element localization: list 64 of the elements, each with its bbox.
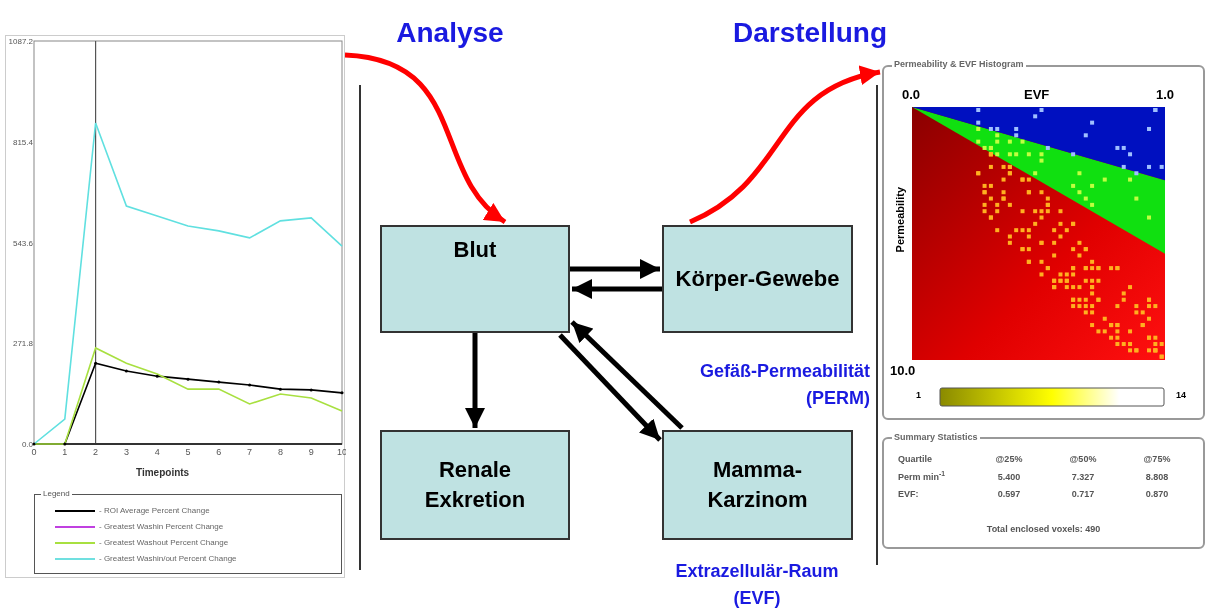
panel-text: 0.0 (902, 86, 921, 104)
legend-text: - ROI Average Percent Change (99, 505, 210, 517)
legend-text: - Greatest Washin/out Percent Change (99, 553, 237, 565)
box-label: Renale Exkretion (423, 456, 527, 514)
axis-title: Timepoints (136, 466, 190, 480)
box-label: Körper-Gewebe (674, 265, 841, 293)
tick-label: 1087.2 (8, 37, 33, 46)
axis-title: Permeability (893, 187, 907, 253)
panel-text: EVF (1024, 86, 1050, 104)
panel-text: Summary Statistics (892, 431, 980, 445)
tick-label: 5 (185, 447, 191, 457)
tick-label: 7 (247, 447, 253, 457)
edge-label: Darstellung (732, 16, 888, 50)
table-cell-text: @75% (1142, 453, 1172, 466)
box-label: Blut (452, 236, 498, 264)
tick-label: 8 (277, 447, 283, 457)
panel-text: 1 (916, 389, 921, 402)
tick-label: 1 (62, 447, 68, 457)
tick-label: 0 (31, 447, 37, 457)
tick-label: 3 (123, 447, 129, 457)
panel-text: 14 (1176, 389, 1186, 402)
table-cell-text: 8.808 (1144, 470, 1170, 484)
panel-text: Total enclosed voxels: 490 (985, 523, 1102, 536)
legend-text: - Greatest Washin Percent Change (99, 521, 224, 533)
panel-text: Permeability & EVF Histogram (892, 58, 1026, 72)
tick-label: 543.6 (12, 238, 33, 248)
legend-title: Legend (41, 488, 72, 500)
tick-label: 6 (216, 447, 222, 457)
box-label: Mamma-Karzinom (706, 456, 809, 514)
panel-text: 1.0 (1156, 86, 1175, 104)
table-cell-text: Quartile (898, 453, 933, 466)
arrow (572, 279, 662, 299)
tick-label: 0.0 (21, 440, 33, 449)
table-cell-text: 0.597 (996, 488, 1022, 501)
table-cell-text: @50% (1068, 453, 1098, 466)
legend-text: - Greatest Washout Percent Change (99, 537, 229, 549)
table-cell-text: 5.400 (996, 470, 1022, 484)
tick-label: 9 (308, 447, 314, 457)
process-box (380, 225, 570, 333)
arrow (570, 259, 660, 279)
tick-label: 2 (93, 447, 99, 457)
arrow (465, 333, 485, 428)
process-box (662, 225, 853, 333)
edge-label: Analyse (395, 16, 505, 50)
arrow (558, 333, 662, 442)
table-cell-text: 7.327 (1070, 470, 1096, 484)
panel-text: 10.0 (890, 362, 916, 380)
table-cell-text: 0.717 (1070, 488, 1096, 501)
chart-panel (5, 35, 345, 578)
arrow (688, 66, 881, 225)
table-cell-text: EVF: (898, 488, 920, 501)
edge-label: Gefäß-Permeabilität (PERM) (698, 360, 870, 410)
table-cell-text: @25% (994, 453, 1024, 466)
process-box (662, 430, 853, 540)
process-box (380, 430, 570, 540)
table-cell-text: Perm min$^{-1}$ (898, 470, 947, 484)
tick-label: 271.8 (12, 339, 33, 349)
arrow (570, 320, 684, 430)
tick-label: 4 (154, 447, 160, 457)
arrow (344, 52, 507, 224)
table-cell-text: 0.870 (1144, 488, 1170, 501)
tick-label: 10 (337, 447, 346, 457)
tick-label: 815.4 (12, 137, 33, 147)
side-caption: Extrazellulär-Raum (EVF) (674, 560, 840, 610)
